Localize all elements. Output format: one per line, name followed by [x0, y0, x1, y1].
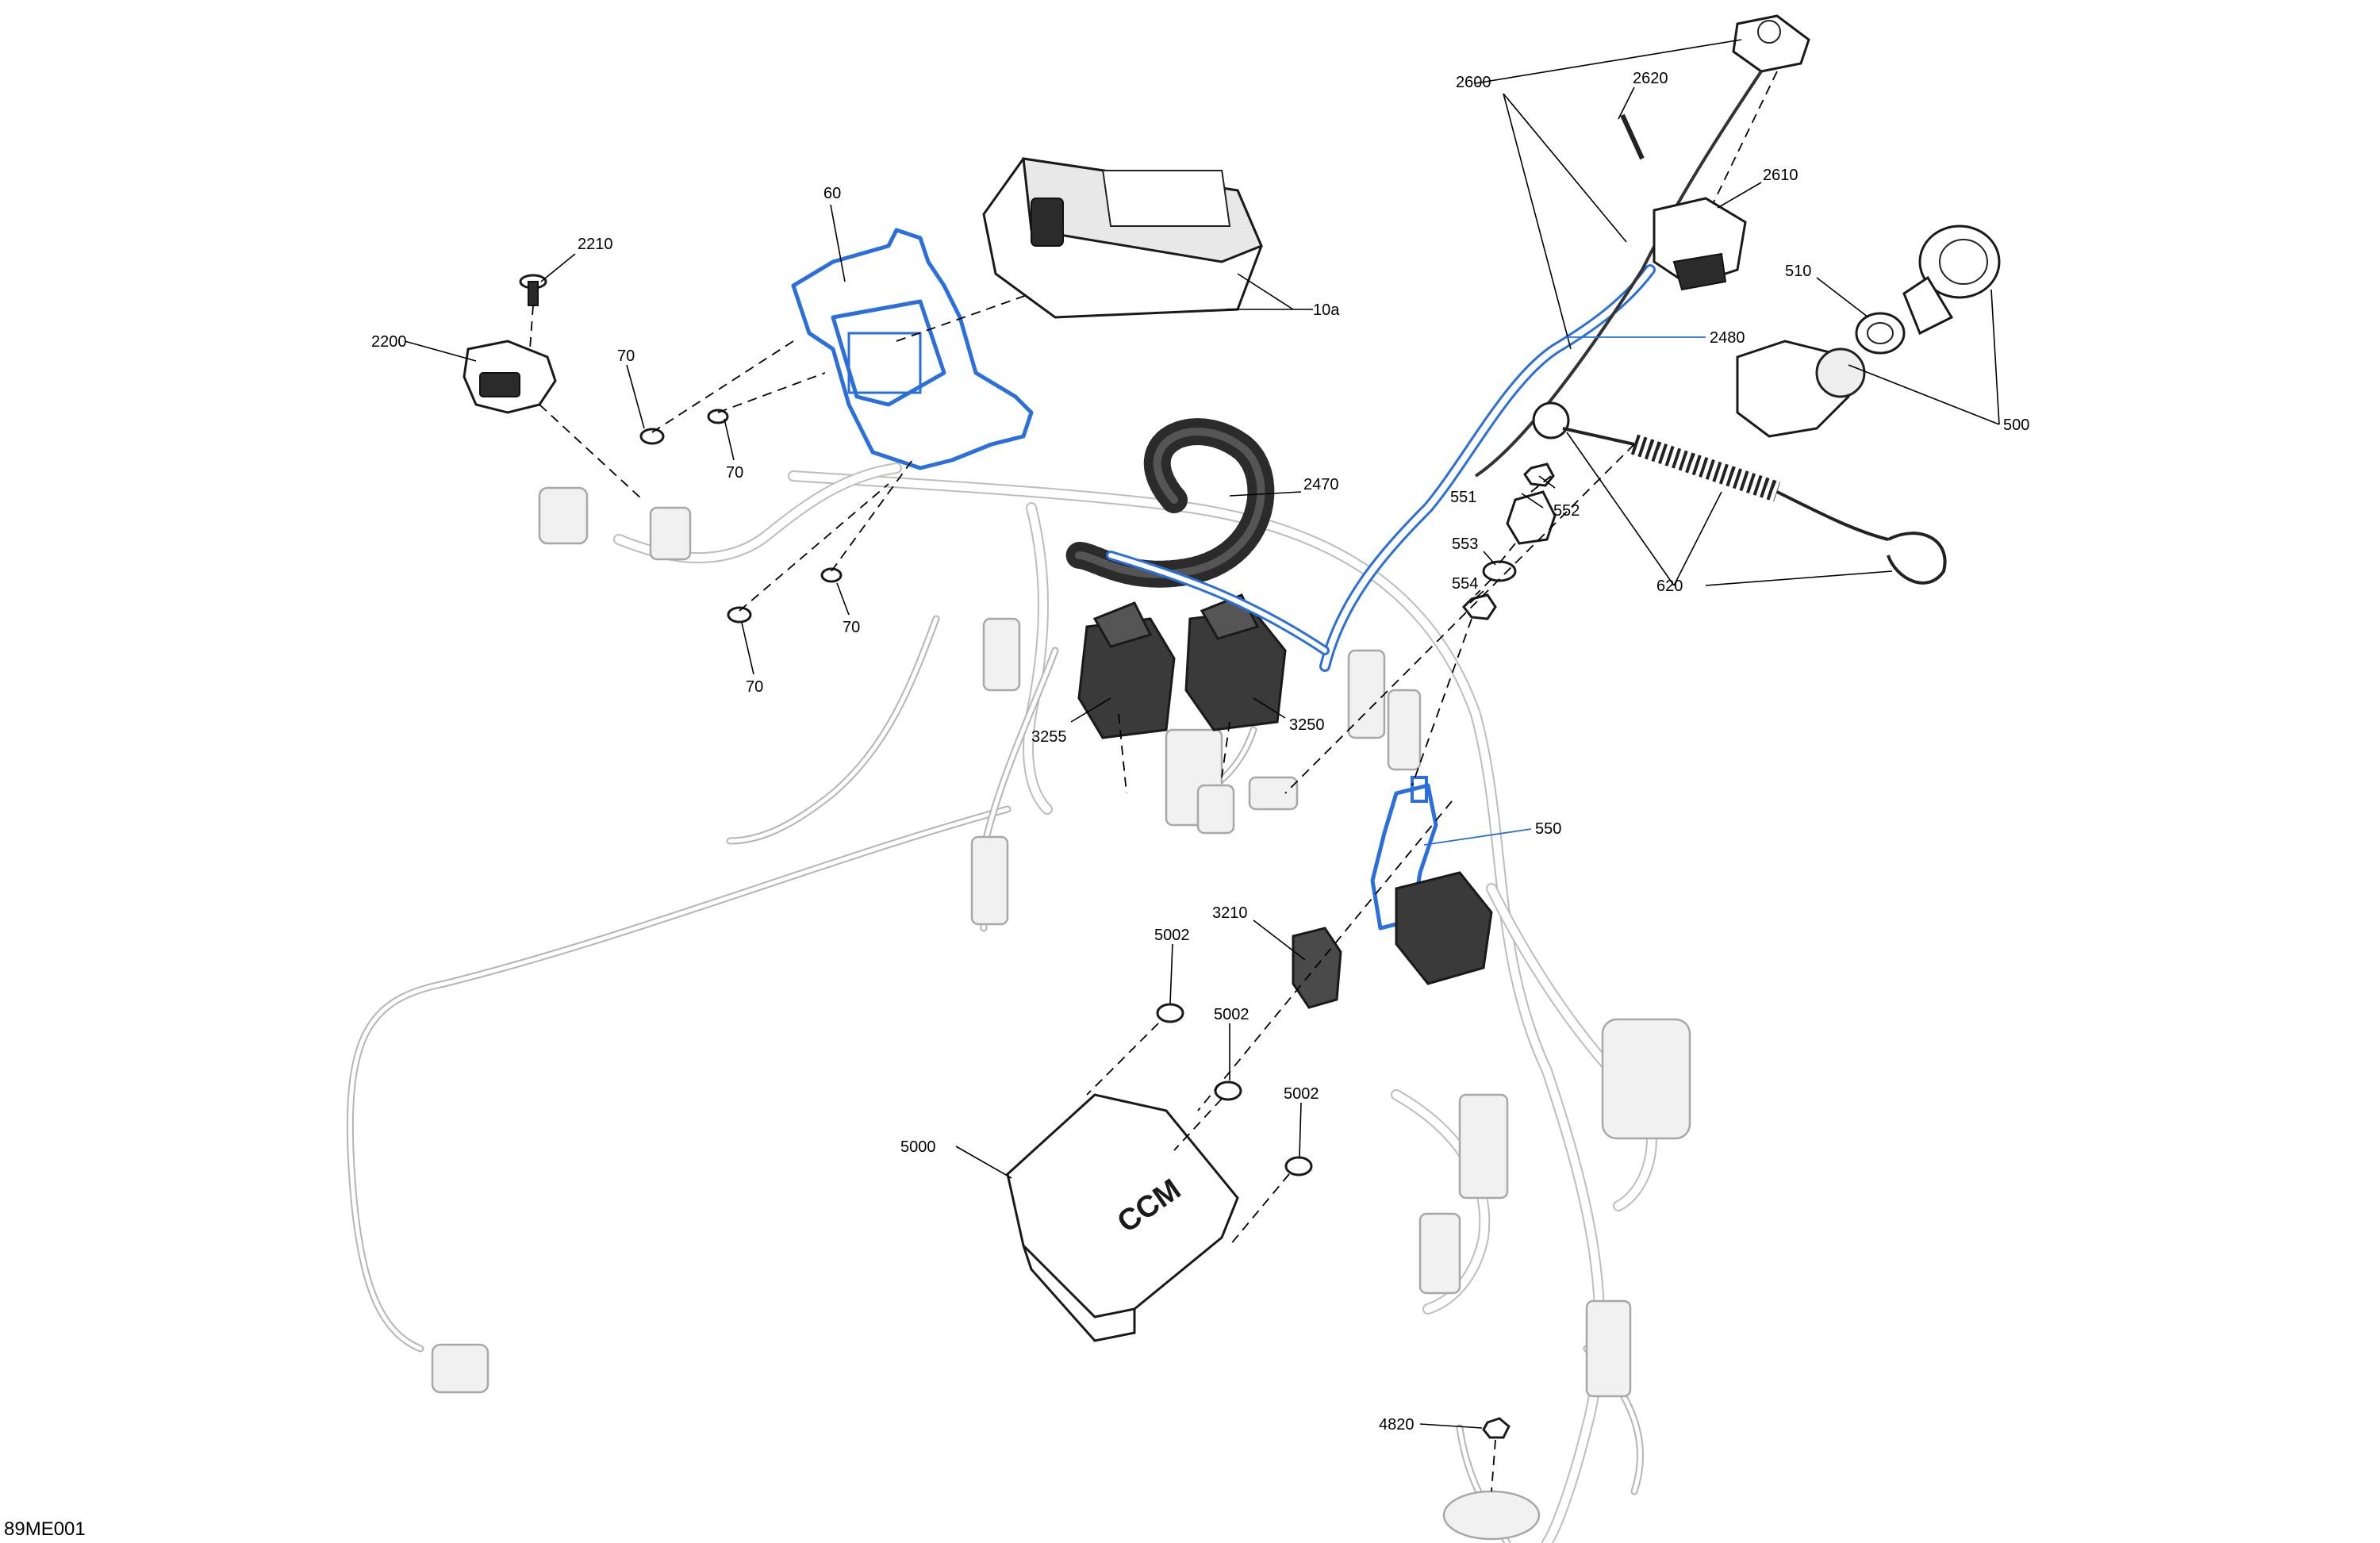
nut-510[interactable] [1855, 312, 1906, 355]
callout-70-d: 70 [746, 678, 763, 696]
callout-554: 554 [1452, 575, 1478, 593]
callout-2600: 2600 [1456, 74, 1491, 91]
nut-4820[interactable] [1482, 1417, 1511, 1439]
callout-553: 553 [1452, 535, 1478, 553]
fasteners-70[interactable] [639, 409, 843, 624]
connector-3210[interactable] [1292, 927, 1342, 1009]
callout-2480: 2480 [1710, 329, 1745, 347]
callout-70-b: 70 [726, 464, 743, 482]
nut-554[interactable] [1462, 593, 1497, 620]
callout-500: 500 [2003, 416, 2029, 434]
callout-70-a: 70 [617, 347, 635, 365]
callout-3210: 3210 [1212, 904, 1248, 922]
callout-5002-a: 5002 [1154, 927, 1190, 944]
conduit-2470[interactable] [1065, 418, 1275, 588]
switch-551[interactable] [1506, 490, 1557, 545]
nut-552[interactable] [1523, 463, 1555, 487]
module-5000[interactable]: CCM [1006, 1093, 1239, 1342]
callout-2200: 2200 [371, 333, 407, 351]
callout-2620: 2620 [1633, 70, 1668, 87]
callout-4820: 4820 [1379, 1416, 1415, 1434]
callout-5000: 5000 [900, 1138, 936, 1156]
callout-551: 551 [1450, 489, 1476, 506]
callout-2610: 2610 [1763, 167, 1798, 184]
callout-5002-c: 5002 [1284, 1085, 1319, 1103]
callout-labels: 60 10a 2210 2200 70 70 70 70 2600 2620 2… [4, 70, 2029, 1540]
figure-reference: 89ME001 [4, 1518, 86, 1540]
washer-553[interactable] [1482, 560, 1517, 582]
cluster-bracket-60[interactable] [791, 228, 1034, 470]
wiring-harness [346, 463, 1691, 1543]
switch-housing-2610[interactable] [1653, 197, 1747, 291]
bushings-5002[interactable] [1156, 1003, 1313, 1176]
tether-620[interactable] [1532, 401, 1947, 585]
callout-70-c: 70 [843, 619, 860, 636]
assembly-lines [529, 71, 1778, 1492]
callout-10a: 10a [1313, 301, 1340, 319]
callout-3255: 3255 [1031, 728, 1067, 746]
callout-60: 60 [823, 185, 841, 202]
callout-550: 550 [1535, 820, 1561, 838]
callout-552: 552 [1553, 502, 1580, 520]
leader-lines [404, 39, 2000, 1429]
callout-510: 510 [1785, 263, 1811, 280]
callout-3250: 3250 [1289, 716, 1325, 734]
callout-620: 620 [1656, 578, 1683, 595]
switch-3255[interactable] [1077, 601, 1176, 739]
callout-2210: 2210 [578, 236, 613, 253]
ignition-switch-500[interactable] [1736, 225, 2001, 438]
callout-5002-b: 5002 [1214, 1006, 1250, 1023]
sensor-2200[interactable] [463, 340, 557, 414]
instrument-cluster-10a[interactable] [982, 157, 1263, 319]
callout-2470: 2470 [1303, 476, 1339, 493]
connector-block[interactable] [1395, 871, 1493, 985]
pin-2620[interactable] [1620, 113, 1645, 160]
harness-2480[interactable] [1106, 264, 1656, 672]
switch-2600[interactable] [1474, 14, 1810, 478]
screw-2210[interactable] [519, 274, 547, 306]
